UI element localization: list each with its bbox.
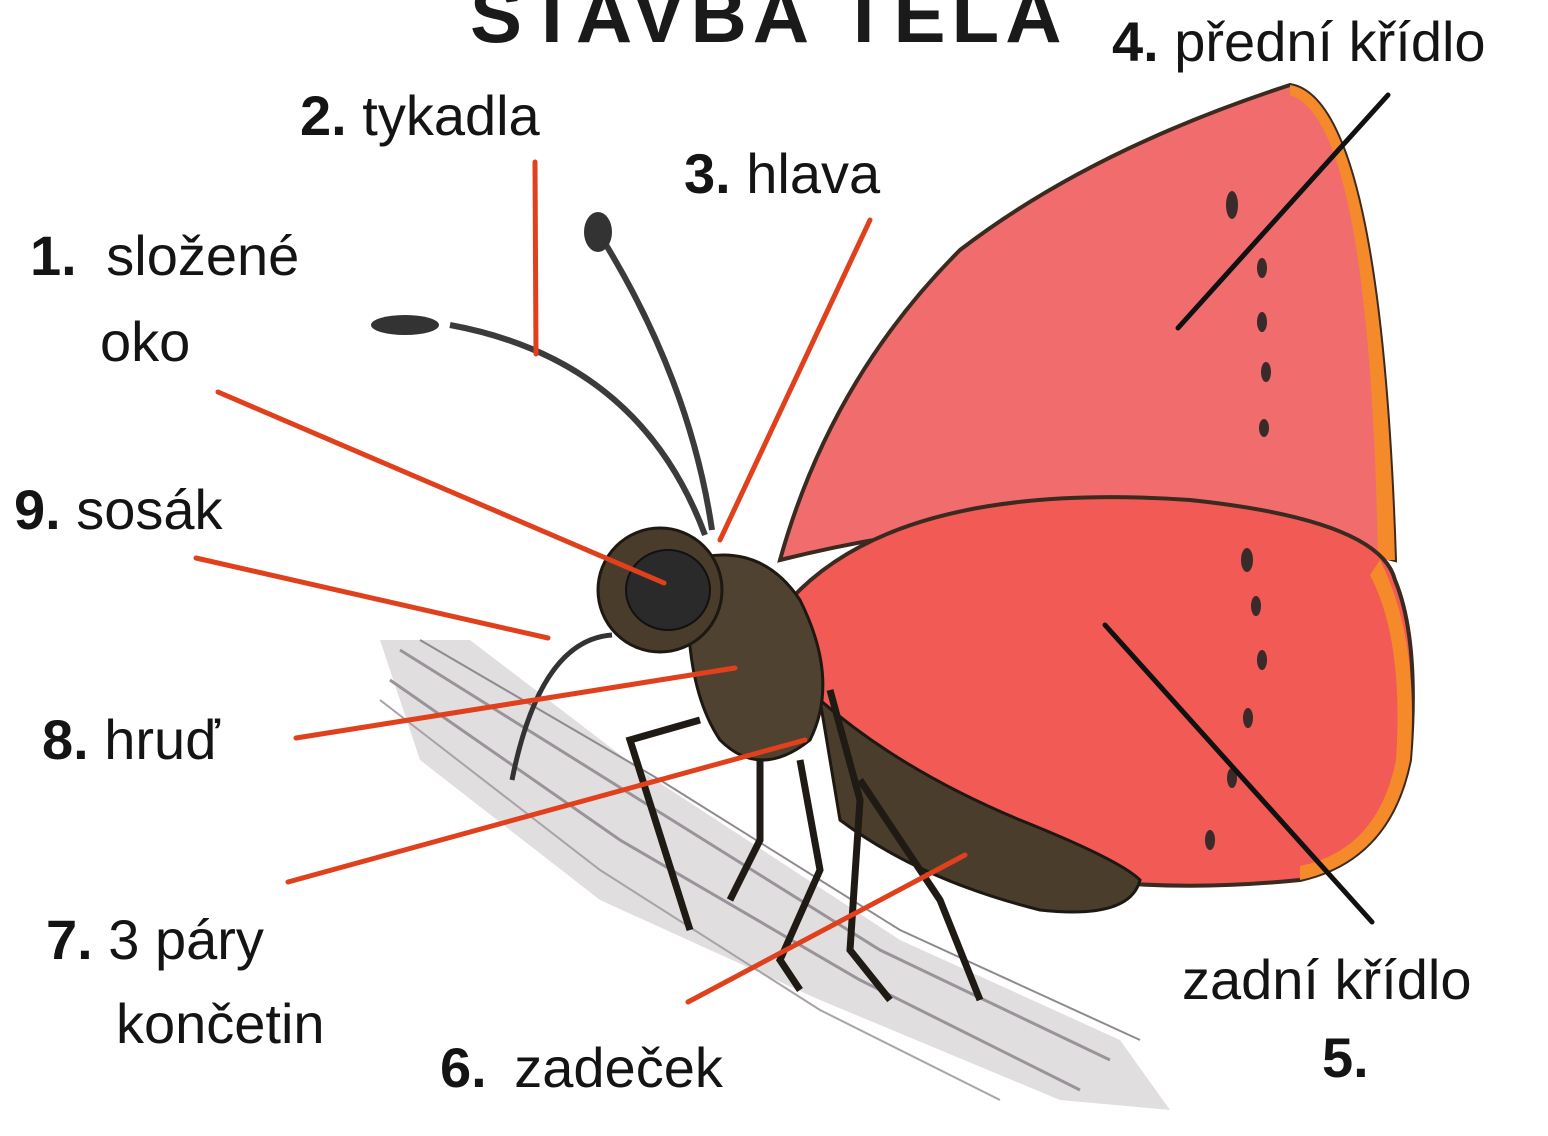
- label-6: 6. zadeček: [440, 1040, 723, 1096]
- label-8-number: 8.: [42, 708, 89, 771]
- label-8: 8. hruď: [42, 712, 220, 768]
- label-7-number: 7.: [46, 908, 93, 971]
- label-2-number: 2.: [300, 84, 347, 147]
- label-1-text: složené: [106, 224, 299, 287]
- label-1: 1. složené: [30, 228, 299, 284]
- label-4-number: 4.: [1112, 10, 1159, 73]
- label-7-line2: končetin: [116, 996, 325, 1052]
- label-2-text: tykadla: [362, 84, 539, 147]
- label-6-text: zadeček: [514, 1036, 723, 1099]
- compound-eye: [626, 550, 710, 630]
- label-5-number-line: 5.: [1322, 1030, 1369, 1086]
- label-7-text: 3 páry: [108, 908, 264, 971]
- label-9: 9. sosák: [14, 482, 223, 538]
- label-1-number: 1.: [30, 224, 77, 287]
- label-6-number: 6.: [440, 1036, 487, 1099]
- label-7: 7. 3 páry: [46, 912, 264, 968]
- label-1-text2: oko: [100, 310, 190, 373]
- label-5-number: 5.: [1322, 1026, 1369, 1089]
- label-7-text2: končetin: [116, 992, 325, 1055]
- label-4-text: přední křídlo: [1174, 10, 1485, 73]
- label-9-text: sosák: [76, 478, 222, 541]
- label-2: 2. tykadla: [300, 88, 540, 144]
- label-4: 4. přední křídlo: [1112, 14, 1486, 70]
- label-5-text-line: zadní křídlo: [1182, 952, 1472, 1008]
- pointer-9: [196, 558, 548, 638]
- label-1-line2: oko: [100, 314, 190, 370]
- label-5-text: zadní křídlo: [1182, 948, 1472, 1011]
- label-9-number: 9.: [14, 478, 61, 541]
- antennae: [450, 235, 712, 535]
- pointer-2: [535, 162, 536, 354]
- label-8-text: hruď: [104, 708, 219, 771]
- label-3-number: 3.: [684, 142, 731, 205]
- pointer-1: [218, 392, 664, 583]
- label-3: 3. hlava: [684, 146, 880, 202]
- label-3-text: hlava: [746, 142, 880, 205]
